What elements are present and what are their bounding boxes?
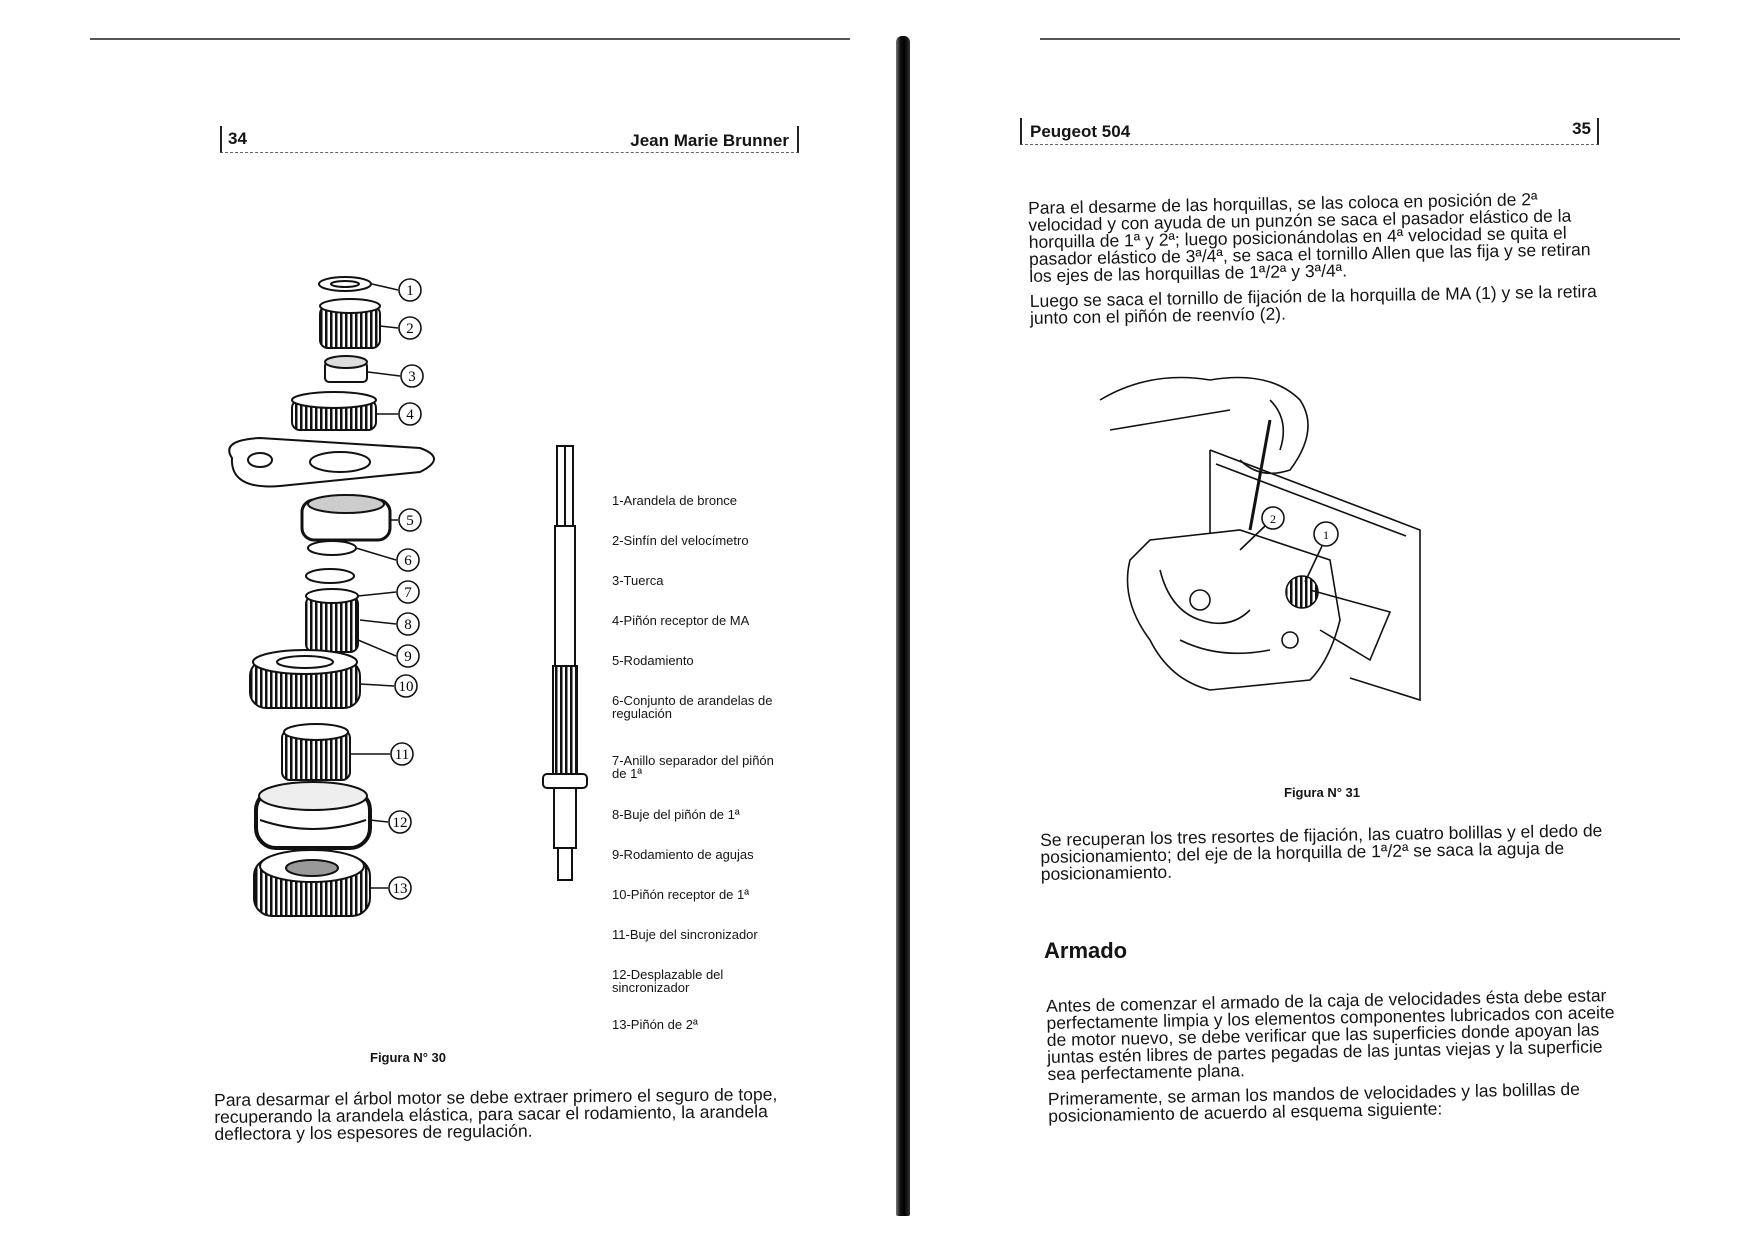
running-title-right: Peugeot 504 <box>1030 122 1131 141</box>
main-shaft-drawing <box>542 445 588 881</box>
right-assembly-paragraphs: Antes de comenzar el armado de la caja d… <box>1045 985 1620 1133</box>
paragraph: Se recuperan los tres resortes de fijaci… <box>1039 820 1603 884</box>
part-first-gear <box>249 649 361 709</box>
callout-number: 2 <box>406 321 414 337</box>
top-rule-left <box>90 38 850 40</box>
callout-number: 4 <box>406 407 414 423</box>
paragraph: Luego se saca el tornillo de fijación de… <box>1029 281 1597 328</box>
right-intro-paragraphs: Para el desarme de las horquillas, se la… <box>1027 189 1600 335</box>
callout-leader <box>371 283 399 291</box>
legend-item: 13-Piñón de 2ª <box>612 1017 698 1032</box>
book-spine <box>896 36 910 1216</box>
top-rule-right <box>1040 38 1680 40</box>
part-washer-bronze <box>318 276 372 292</box>
part-synchro-hub <box>281 723 351 781</box>
part-nut <box>324 355 368 383</box>
legend-item: 6-Conjunto de arandelas de regulación <box>612 693 773 721</box>
callout-leader <box>369 819 389 823</box>
callout-leader <box>359 619 397 625</box>
legend-item: 2-Sinfín del velocímetro <box>612 533 749 548</box>
page-header-right: Peugeot 504 35 <box>1020 118 1599 145</box>
figure-31-callout: 2 <box>1270 512 1276 526</box>
page-number-right: 35 <box>1572 119 1591 138</box>
callout-number: 8 <box>404 617 412 633</box>
paragraph: Antes de comenzar el armado de la caja d… <box>1045 985 1615 1084</box>
page-number-left: 34 <box>228 129 247 148</box>
callout-circle <box>398 316 422 340</box>
callout-leader <box>355 547 397 561</box>
page-header-left: 34 Jean Marie Brunner <box>220 126 799 153</box>
callout-leader <box>357 591 397 597</box>
callout-circle <box>398 402 422 426</box>
legend-item: 5-Rodamiento <box>612 653 694 668</box>
callout-number: 10 <box>399 679 414 695</box>
right-recovery-paragraph: Se recuperan los tres resortes de fijaci… <box>1039 820 1611 891</box>
callout-leader <box>359 683 395 687</box>
legend-item: 4-Piñón receptor de MA <box>612 613 750 628</box>
legend-item: 1-Arandela de bronce <box>612 493 738 508</box>
callout-number: 11 <box>395 747 409 763</box>
callout-circle <box>400 364 424 388</box>
callout-circle <box>388 876 412 900</box>
callout-circle <box>398 508 422 532</box>
part-second-gear <box>253 849 371 917</box>
part-bearing <box>300 494 392 542</box>
section-heading: Armado <box>1044 938 1128 963</box>
callout-number: 13 <box>393 881 408 897</box>
part-reverse-gear <box>291 391 377 431</box>
callout-number: 9 <box>404 649 412 665</box>
left-body-paragraph: Para desarmar el árbol motor se debe ext… <box>213 1084 793 1151</box>
gearbox-disassembly-illustration: 2 1 <box>1099 376 1421 702</box>
legend-item: 7-Anillo separador del piñón de 1ª <box>612 753 774 781</box>
legend-item: 3-Tuerca <box>612 573 664 588</box>
paragraph: Primeramente, se arman los mandos de vel… <box>1047 1078 1581 1126</box>
running-title-left: Jean Marie Brunner <box>630 131 789 150</box>
callout-circle <box>394 674 418 698</box>
callout-circle <box>390 742 414 766</box>
callout-leader <box>379 325 399 329</box>
part-spacer-bushing-needles <box>305 588 359 653</box>
paragraph: Para desarmar el árbol motor se debe ext… <box>213 1084 778 1144</box>
paragraph: Para el desarme de las horquillas, se la… <box>1027 189 1591 286</box>
callout-circle <box>388 810 412 834</box>
figure-31-caption: Figura N° 31 <box>1284 785 1360 800</box>
legend-item: 8-Buje del piñón de 1ª <box>612 807 740 822</box>
part-speedo-worm <box>319 298 381 349</box>
callout-number: 12 <box>393 815 408 831</box>
part-deflector-plate <box>228 436 435 488</box>
callout-circle <box>396 548 420 572</box>
legend-item: 10-Piñón receptor de 1ª <box>612 887 750 902</box>
callout-circle <box>396 612 420 636</box>
callout-circle <box>396 644 420 668</box>
part-shim-washers <box>305 540 357 584</box>
callout-number: 7 <box>404 585 412 601</box>
callout-circle <box>396 580 420 604</box>
callout-number: 1 <box>406 283 414 299</box>
legend-item: 12-Desplazable del sincronizador <box>612 967 724 995</box>
callout-leader <box>357 639 397 657</box>
legend-item: 9-Rodamiento de agujas <box>612 847 754 862</box>
figure-30-caption: Figura N° 30 <box>370 1050 446 1065</box>
callout-number: 6 <box>404 553 412 569</box>
callout-leader <box>367 371 401 377</box>
callout-number: 5 <box>406 513 414 529</box>
part-synchro-sleeve <box>254 781 372 850</box>
callout-circle <box>398 278 422 302</box>
callout-number: 3 <box>408 369 416 385</box>
figure-31-callout: 1 <box>1323 528 1329 542</box>
legend-item: 11-Buje del sincronizador <box>612 927 758 942</box>
